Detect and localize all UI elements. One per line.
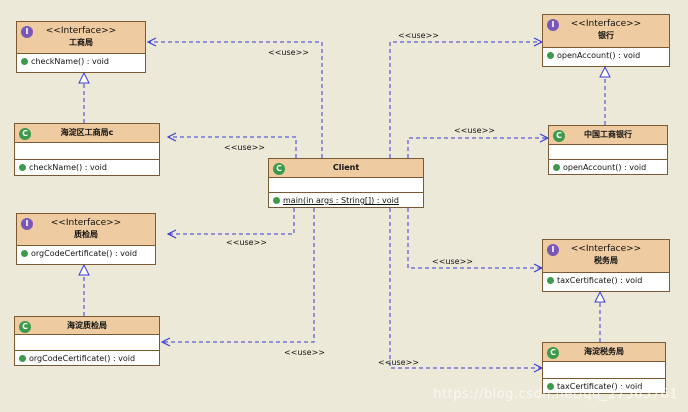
public-method-icon [19,164,26,171]
interface-icon: I [21,218,33,230]
use-label: <<use>> [268,48,309,57]
class-haidian-gongshangju[interactable]: C 海淀区工商局c checkName() : void [14,123,160,176]
stereotype-label: <<Interface>> [50,218,122,228]
use-label: <<use>> [284,348,325,357]
class-name: Client [332,163,360,172]
use-label: <<use>> [224,143,265,152]
class-client[interactable]: C Client main(in args : String[]) : void [268,158,424,208]
class-icon: C [547,347,559,359]
public-method-icon [547,52,554,59]
use-edge-haidian-gongshangju [168,137,297,158]
public-method-icon [547,383,554,390]
use-edge-shuiwuju [407,208,542,268]
class-name: 海淀质检局 [67,321,107,330]
use-edge-yinhang [389,42,542,158]
public-method-icon [547,277,554,284]
use-edge-gongshang-yinhang [407,138,548,158]
interface-icon: I [547,244,559,256]
class-haidian-shuiwuju[interactable]: C 海淀税务局 taxCertificate() : void [542,342,666,394]
operation: openAccount() : void [543,48,669,64]
operation: taxCertificate() : void [543,273,669,289]
use-label: <<use>> [398,31,439,40]
class-icon: C [19,321,31,333]
public-method-icon [21,58,28,65]
operation: orgCodeCertificate() : void [15,351,159,367]
class-gongshangju[interactable]: I <<Interface>> 工商局 checkName() : void [16,21,146,73]
use-edge-haidian-shuiwuju [389,208,542,368]
class-icon: C [273,163,285,175]
class-name: 海淀区工商局c [60,128,114,137]
realize-head-shuiwuju [594,290,606,303]
operation: taxCertificate() : void [543,379,665,395]
use-label: <<use>> [378,358,419,367]
realize-head-gongshangju [78,71,90,84]
watermark: https://blog.csdn.net/qq_27565761 [433,387,678,402]
class-shuiwuju[interactable]: I <<Interface>> 税务局 taxCertificate() : v… [542,239,670,292]
class-zhijianju[interactable]: I <<Interface>> 质检局 orgCodeCertificate()… [16,213,156,265]
public-method-icon [19,355,26,362]
operation: checkName() : void [15,160,159,176]
class-icon: C [553,130,565,142]
operation: checkName() : void [17,54,145,70]
class-haidian-zhijianju[interactable]: C 海淀质检局 orgCodeCertificate() : void [14,316,160,366]
class-icon: C [19,128,31,140]
stereotype-label: <<Interface>> [570,19,642,29]
interface-icon: I [21,26,33,38]
operation: main(in args : String[]) : void [269,193,423,208]
use-label: <<use>> [432,257,473,266]
realize-head-zhijianju [78,263,90,276]
use-edge-gongshangju [148,42,323,158]
static-method-icon [273,197,280,204]
class-name: 工商局 [69,38,93,47]
stereotype-label: <<Interface>> [570,244,642,254]
use-edge-haidian-zhijianju [162,208,315,342]
operation: orgCodeCertificate() : void [17,246,155,262]
operation: openAccount() : void [549,160,667,176]
realize-head-yinhang [599,65,611,78]
interface-icon: I [547,19,559,31]
class-name: 中国工商银行 [584,130,632,139]
use-label: <<use>> [454,126,495,135]
class-name: 税务局 [594,256,618,265]
stereotype-label: <<Interface>> [45,26,117,36]
public-method-icon [21,250,28,257]
class-name: 银行 [598,31,614,40]
use-edge-zhijianju [168,208,295,234]
use-label: <<use>> [226,238,267,247]
class-name: 海淀税务局 [584,347,624,356]
public-method-icon [553,164,560,171]
class-yinhang[interactable]: I <<Interface>> 银行 openAccount() : void [542,14,670,67]
class-gongshang-yinhang[interactable]: C 中国工商银行 openAccount() : void [548,125,668,175]
class-name: 质检局 [74,230,98,239]
